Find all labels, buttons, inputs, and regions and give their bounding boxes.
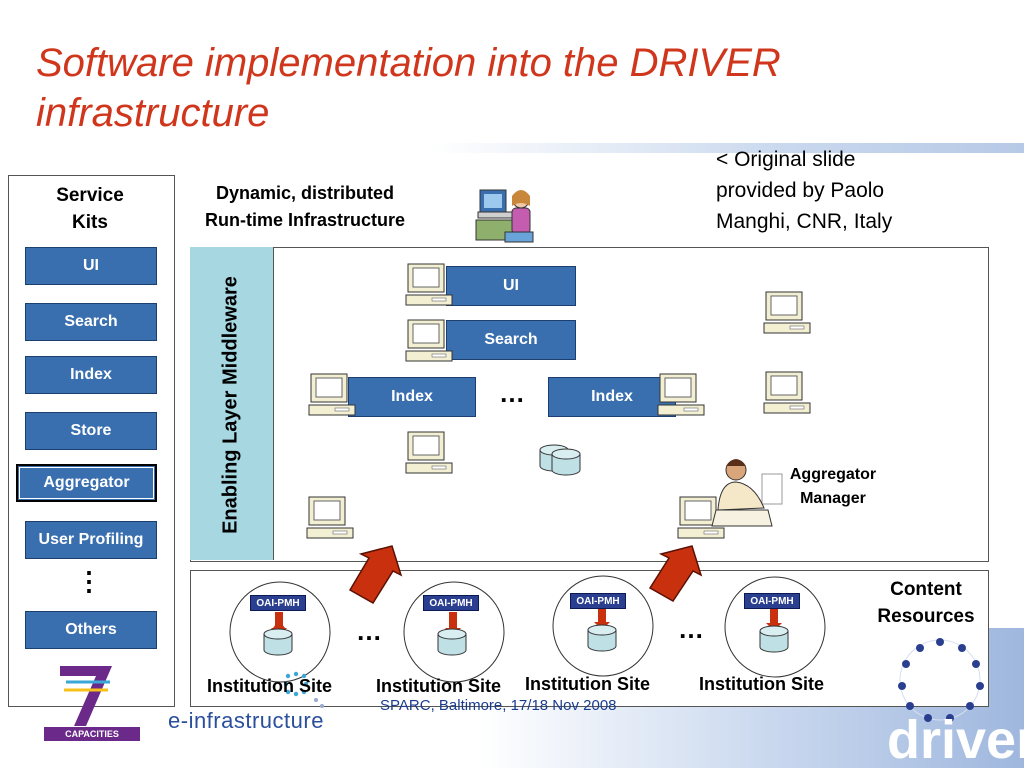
oai-pmh-label: OAI-PMH: [250, 595, 306, 611]
content-resources-title-line-2: Resources: [877, 606, 975, 627]
attribution-line-3: Manghi, CNR, Italy: [716, 210, 893, 233]
driver-logo-stars: [898, 638, 984, 722]
computer-icon: [763, 371, 811, 414]
arrow-icon: [348, 545, 403, 605]
institution-site-label: Institution Site: [207, 676, 332, 696]
e-infrastructure-logo: e-infrastructure: [168, 708, 324, 734]
attribution-line-1: < Original slide: [716, 148, 856, 171]
computer-icon: [405, 319, 453, 362]
service-search: Search: [446, 320, 576, 360]
database-icon: [759, 625, 789, 653]
fp7-logo: [60, 666, 112, 726]
content-ellipsis: …: [678, 614, 704, 644]
service-kits-title: Service Kits: [30, 182, 150, 236]
e-infrastructure-prefix: e-: [168, 708, 189, 733]
content-resources-title-line-1: Content: [890, 579, 962, 600]
kit-store: Store: [25, 412, 157, 450]
kit-search: Search: [25, 303, 157, 341]
slide-title: Software implementation into the DRIVER …: [36, 38, 936, 138]
kit-aggregator: Aggregator: [16, 464, 157, 502]
user-workstation-icon: [475, 189, 534, 243]
e-infrastructure-logo-icon: [283, 671, 324, 708]
service-kits-title-line-2: Kits: [72, 212, 108, 233]
service-ui: UI: [446, 266, 576, 306]
arrow-icon: [648, 545, 703, 602]
runtime-title: Dynamic, distributed Run-time Infrastruc…: [175, 180, 435, 234]
service-index-b: Index: [548, 377, 676, 417]
institution-site-label: Institution Site: [699, 674, 824, 694]
kit-ui: UI: [25, 247, 157, 285]
slide-title-line-2: infrastructure: [36, 91, 270, 135]
computer-icon: [308, 373, 356, 416]
institution-site-label: Institution Site: [525, 674, 650, 694]
driver-logo: driver: [887, 710, 1024, 770]
sync-arrows-icon: [766, 607, 782, 631]
database-icon: [437, 628, 467, 656]
slide-footer: SPARC, Baltimore, 17/18 Nov 2008: [380, 697, 617, 714]
content-resources-title: Content Resources: [862, 576, 990, 630]
database-icon: [587, 624, 617, 652]
kit-index: Index: [25, 356, 157, 394]
oai-pmh-label: OAI-PMH: [423, 595, 479, 611]
service-kits-title-line-1: Service: [56, 185, 124, 206]
computer-icon: [657, 373, 705, 416]
service-index-a: Index: [348, 377, 476, 417]
runtime-title-line-1: Dynamic, distributed: [215, 183, 395, 203]
sync-arrows-icon: [594, 606, 610, 630]
header-stripe: [430, 143, 1024, 153]
computer-icon: [306, 496, 354, 539]
computer-icon: [405, 263, 453, 306]
kit-others: Others: [25, 611, 157, 649]
aggregator-manager-icon: [711, 459, 783, 527]
capacities-logo-text: CAPACITIES: [44, 727, 140, 741]
aggregator-manager-label-line-1: Aggregator: [789, 466, 877, 483]
e-infrastructure-word: infrastructure: [188, 708, 324, 733]
aggregator-manager-label: Aggregator Manager: [778, 463, 888, 511]
middleware-bar: [190, 247, 274, 560]
slide-title-line-1: Software implementation into the DRIVER: [36, 41, 781, 85]
attribution-note: < Original slide provided by Paolo Mangh…: [716, 144, 1016, 237]
aggregator-manager-label-line-2: Manager: [800, 490, 866, 507]
computer-icon: [405, 431, 453, 474]
oai-pmh-label: OAI-PMH: [744, 593, 800, 609]
database-icon: [263, 628, 293, 656]
institution-site-label: Institution Site: [376, 676, 501, 696]
kit-user-profiling: User Profiling: [25, 521, 157, 559]
database-icon: [539, 444, 581, 476]
attribution-line-2: provided by Paolo: [716, 179, 885, 202]
computer-icon: [763, 291, 811, 334]
oai-pmh-label: OAI-PMH: [570, 593, 626, 609]
runtime-title-line-2: Run-time Infrastructure: [204, 210, 406, 230]
content-ellipsis: …: [356, 616, 382, 646]
index-ellipsis: …: [499, 378, 525, 408]
